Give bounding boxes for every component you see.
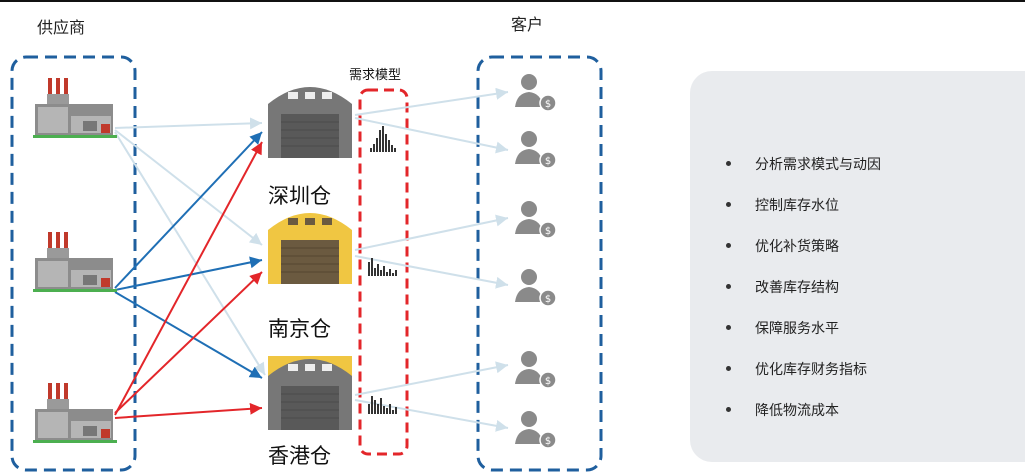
bullet-icon	[726, 325, 731, 330]
list-item: 降低物流成本	[726, 389, 881, 430]
warehouse-label-shenzhen: 深圳仓	[268, 184, 331, 208]
faint-flow-lines	[114, 87, 509, 432]
bullet-icon	[726, 366, 731, 371]
demand-model-box	[358, 88, 409, 456]
warehouse-icon	[268, 213, 352, 284]
customer-icon	[514, 410, 557, 449]
warehouse-label-nanjing: 南京仓	[268, 317, 331, 341]
customer-group-box	[476, 55, 603, 472]
list-item: 改善库存结构	[726, 266, 881, 307]
histogram-icon	[368, 396, 397, 414]
list-item: 保障服务水平	[726, 307, 881, 348]
benefit-text: 改善库存结构	[755, 279, 839, 296]
benefit-text: 控制库存水位	[755, 197, 839, 214]
histogram-icon	[370, 126, 396, 152]
benefit-text: 降低物流成本	[755, 402, 839, 419]
customer-icon	[514, 200, 557, 239]
factory-icon	[33, 383, 117, 443]
benefits-list: 分析需求模式与动因 控制库存水位 优化补货策略 改善库存结构 保障服务水平 优化…	[726, 143, 881, 430]
customer-label: 客户	[511, 15, 544, 34]
bullet-icon	[726, 243, 731, 248]
supplier-label: 供应商	[37, 18, 86, 37]
factory-icon	[33, 232, 117, 292]
red-flow-lines	[114, 141, 263, 419]
bullet-icon	[726, 284, 731, 289]
list-item: 优化补货策略	[726, 225, 881, 266]
bullet-icon	[726, 161, 731, 166]
benefit-text: 分析需求模式与动因	[755, 156, 881, 173]
warehouse-icon	[267, 356, 353, 431]
bullet-icon	[726, 202, 731, 207]
blue-flow-lines	[114, 131, 263, 379]
supplier-group-box	[10, 55, 137, 472]
list-item: 优化库存财务指标	[726, 348, 881, 389]
benefit-text: 保障服务水平	[755, 320, 839, 337]
customer-icon	[514, 73, 557, 112]
factory-icon	[33, 78, 117, 138]
top-rule	[0, 0, 1025, 2]
benefits-panel: 分析需求模式与动因 控制库存水位 优化补货策略 改善库存结构 保障服务水平 优化…	[690, 71, 1025, 462]
benefit-text: 优化补货策略	[755, 238, 839, 255]
warehouse-label-hongkong: 香港仓	[268, 444, 331, 468]
list-item: 控制库存水位	[726, 184, 881, 225]
list-item: 分析需求模式与动因	[726, 143, 881, 184]
customer-icon	[514, 350, 557, 389]
customer-icon	[514, 268, 557, 307]
benefit-text: 优化库存财务指标	[755, 361, 867, 378]
warehouse-icon	[267, 86, 353, 159]
bullet-icon	[726, 407, 731, 412]
customer-icon	[514, 130, 557, 169]
demand-model-label: 需求模型	[349, 68, 402, 83]
histogram-icon	[368, 258, 397, 276]
